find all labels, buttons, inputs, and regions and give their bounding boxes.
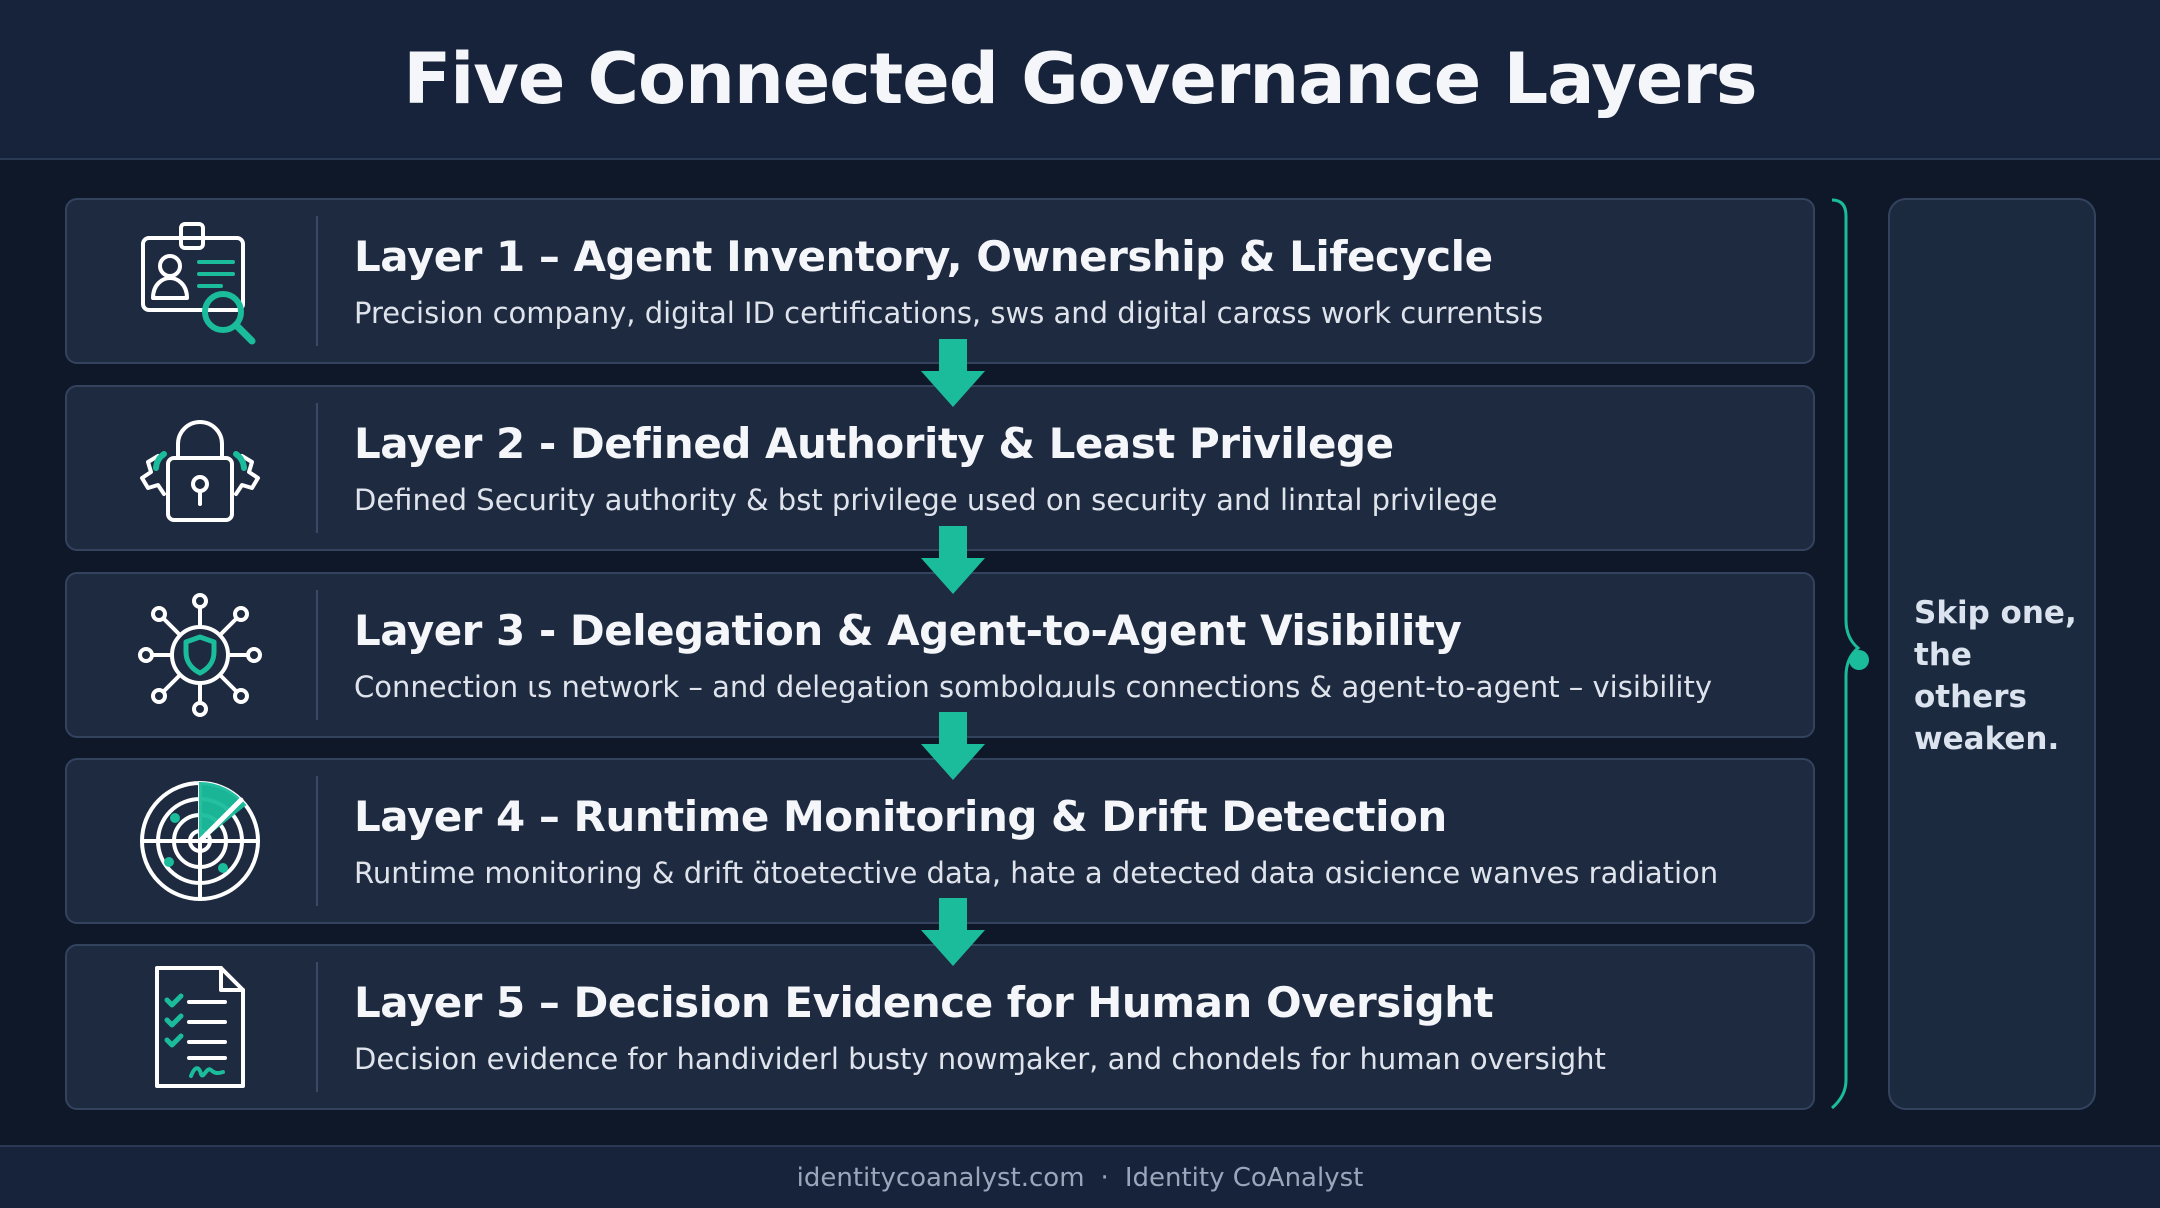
layer-title: Layer 3 - Delegation & Agent-to-Agent Vi… xyxy=(354,606,1462,655)
layer-card-1: Layer 1 – Agent Inventory, Ownership & L… xyxy=(65,198,1815,364)
layer-divider xyxy=(316,403,318,533)
layer-description: Connection ιs network – and delegation s… xyxy=(354,670,1713,704)
layer-description: Runtime monitoring & drift ɑ̈toetective … xyxy=(354,856,1719,890)
radar-icon xyxy=(67,760,332,922)
layer-title: Layer 2 - Defined Authority & Least Priv… xyxy=(354,419,1394,468)
footer-brand: Identity CoAnalyst xyxy=(1124,1162,1364,1193)
layer-title: Layer 1 – Agent Inventory, Ownership & L… xyxy=(354,232,1493,281)
down-arrow-icon xyxy=(921,712,985,780)
side-bracket xyxy=(1831,198,1869,1110)
layer-title: Layer 5 – Decision Evidence for Human Ov… xyxy=(354,978,1494,1027)
layer-description: Precision company, digital ID certificat… xyxy=(354,296,1544,330)
layer-description: Defined Security authority & bst privile… xyxy=(354,483,1498,517)
side-panel xyxy=(1888,198,2096,1110)
layer-description: Decision evidence for handividerl busty … xyxy=(354,1042,1606,1076)
page-title: Five Connected Governance Layers xyxy=(403,38,1757,120)
footer-site: identitycoanalyst.com xyxy=(796,1162,1085,1193)
network-shield-icon xyxy=(67,574,332,736)
footer-separator: · xyxy=(1100,1162,1109,1193)
checklist-document-icon xyxy=(67,946,332,1108)
id-card-search-icon xyxy=(67,200,332,362)
padlock-gear-icon xyxy=(67,387,332,549)
side-note: Skip one, the others weaken. xyxy=(1914,595,2077,757)
down-arrow-icon xyxy=(921,339,985,407)
down-arrow-icon xyxy=(921,526,985,594)
layer-divider xyxy=(316,962,318,1092)
layer-divider xyxy=(316,776,318,906)
layer-card-4: Layer 4 – Runtime Monitoring & Drift Det… xyxy=(65,758,1815,924)
layer-card-2: Layer 2 - Defined Authority & Least Priv… xyxy=(65,385,1815,551)
layer-card-5: Layer 5 – Decision Evidence for Human Ov… xyxy=(65,944,1815,1110)
layer-card-3: Layer 3 - Delegation & Agent-to-Agent Vi… xyxy=(65,572,1815,738)
layer-divider xyxy=(316,590,318,720)
down-arrow-icon xyxy=(921,898,985,966)
footer: identitycoanalyst.com · Identity CoAnaly… xyxy=(0,1145,2160,1208)
layer-divider xyxy=(316,216,318,346)
layer-title: Layer 4 – Runtime Monitoring & Drift Det… xyxy=(354,792,1447,841)
header: Five Connected Governance Layers xyxy=(0,0,2160,160)
